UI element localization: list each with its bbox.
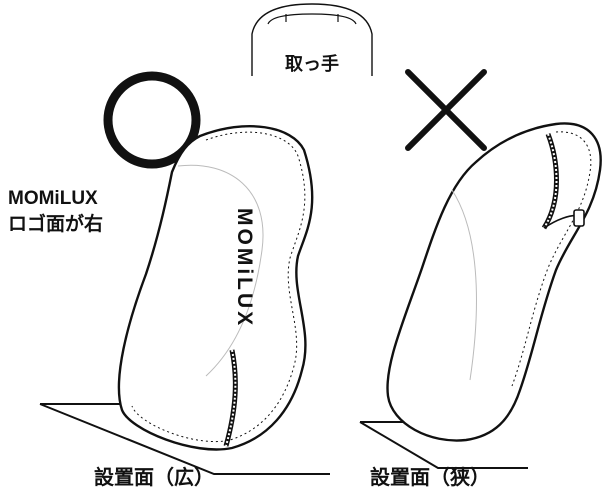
- logo-side-note-line1: MOMiLUX: [8, 188, 98, 209]
- cross-mark: [405, 69, 487, 151]
- pillow-incorrect: [386, 122, 602, 442]
- handle-label: 取っ手: [285, 53, 339, 74]
- right-caption: 設置面（狭）: [370, 465, 490, 489]
- left-caption: 設置面（広）: [94, 465, 214, 489]
- pillow-correct: MOMiLUX: [117, 125, 314, 451]
- logo-side-note-line2: ロゴ面が右: [8, 212, 103, 235]
- handle-inset: 取っ手: [251, 3, 373, 80]
- circle-mark: [103, 71, 201, 169]
- pillow-logo: MOMiLUX: [233, 208, 256, 328]
